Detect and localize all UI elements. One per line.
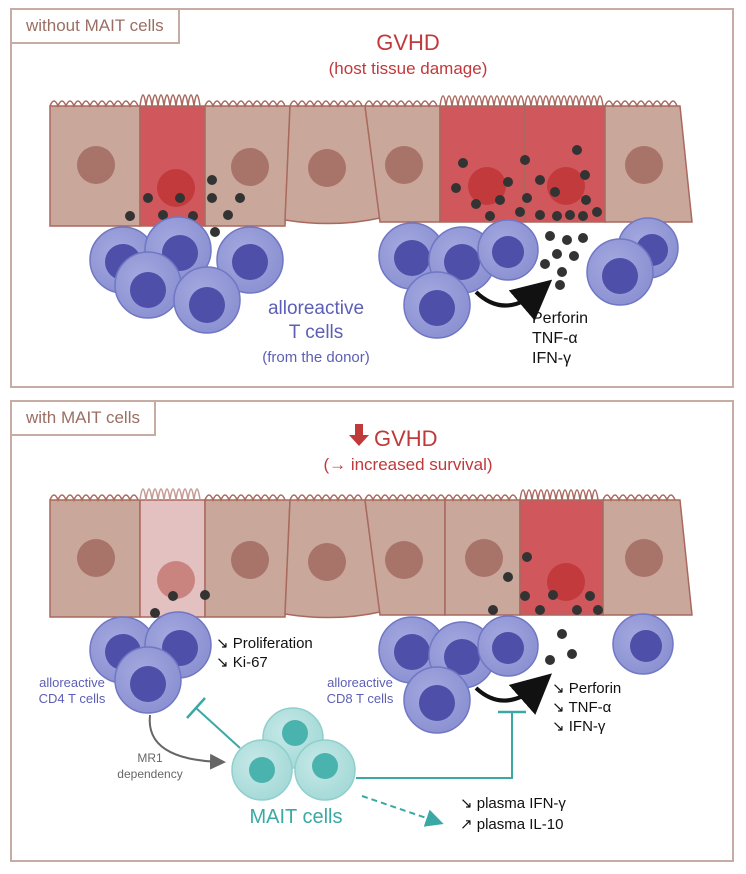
cd8-label-line2: CD8 T cells [327,691,394,706]
t-cell [403,271,471,339]
cd4-label-line2: CD4 T cells [39,691,106,706]
cd4-effect-ki67: ↘ Ki-67 [216,654,268,671]
nucleus [465,539,503,577]
mr1-arrow [148,714,226,770]
t-cell [114,251,182,319]
plasma-ifn: ↘ plasma IFN-γ [460,795,566,812]
t-cell [403,666,471,734]
inhibition-cd4 [195,707,241,749]
microvilli [204,494,286,503]
microvilli [49,494,139,503]
alloreactive-t-cells-top [89,216,679,339]
t-cell [216,226,284,294]
nucleus [157,561,195,599]
epithelial-cell-damaged [139,105,206,227]
t-cell [586,238,654,306]
panel-tab-with-mait: with MAIT cells [10,400,156,436]
cd4-label-line1: alloreactive [39,675,105,690]
microvilli [364,494,446,503]
mait-label: MAIT cells [250,806,343,828]
cd8-effect-ifn: ↘ IFN-γ [552,718,606,735]
cd8-effect-tnf: ↘ TNF-α [552,699,612,716]
cd8-label-line1: alloreactive [327,675,393,690]
tcell-label-line1: alloreactive [268,298,364,319]
t-cell [477,615,539,677]
nucleus [625,146,663,184]
microvilli [204,100,286,109]
cytokine-ifn: IFN-γ [532,350,571,367]
nucleus [77,146,115,184]
alloreactive-cd8-t-cells [378,613,674,734]
mr1-line1: MR1 [137,751,163,765]
nucleus [231,148,269,186]
top-epithelium [49,94,693,227]
alloreactive-cd4-t-cells [89,611,212,714]
nucleus [308,149,346,187]
microvilli [604,100,678,109]
bottom-subtitle: (→ increased survival) [323,455,492,474]
cd8-effect-perforin: ↘ Perforin [552,680,621,697]
mait-cells [231,707,356,801]
microvilli [139,488,201,501]
t-cell [477,219,539,281]
microvilli [444,494,518,503]
microvilli [289,494,363,503]
nucleus [625,539,663,577]
microvilli [602,494,676,503]
mr1-line2: dependency [117,767,182,781]
nucleus [157,169,195,207]
microvilli [49,100,139,109]
t-cell [114,646,182,714]
t-cell [173,266,241,334]
cytotoxic-granules [125,145,602,290]
decrease-arrow-icon [349,424,369,446]
microvilli [289,100,363,109]
microvilli [139,94,201,107]
microvilli [519,489,599,501]
plasma-il10: ↗ plasma IL-10 [460,816,563,833]
nucleus [385,146,423,184]
cytotoxic-granules [150,552,603,665]
cd4-effect-proliferation: ↘ Proliferation [216,635,313,652]
microvilli [524,95,604,107]
t-cell [378,616,446,684]
nucleus [468,167,506,205]
epithelial-cell-damaged [439,105,526,223]
nucleus [547,167,585,205]
bottom-title: GVHD [374,426,438,451]
top-subtitle: (host tissue damage) [329,59,488,78]
microvilli [364,100,438,109]
nucleus [77,539,115,577]
mait-cell [231,739,293,801]
mait-cell [294,739,356,801]
tcell-label-line3: (from the donor) [262,349,370,366]
panel-tab-without-mait: without MAIT cells [10,8,180,44]
inhibition-cd8 [356,712,513,779]
cytokine-perforin: Perforin [532,310,588,327]
plasma-arrow [361,795,444,827]
t-cell [612,613,674,675]
nucleus [231,541,269,579]
nucleus [385,541,423,579]
nucleus [308,543,346,581]
microvilli [439,95,525,107]
top-title: GVHD [376,30,440,55]
secretion-arrow [474,673,552,715]
inhibition-cd4-bar [186,697,206,719]
bottom-epithelium [49,488,693,619]
secretion-arrow [474,279,553,321]
tcell-label-line2: T cells [289,322,344,343]
cytokine-tnf: TNF-α [532,330,578,347]
